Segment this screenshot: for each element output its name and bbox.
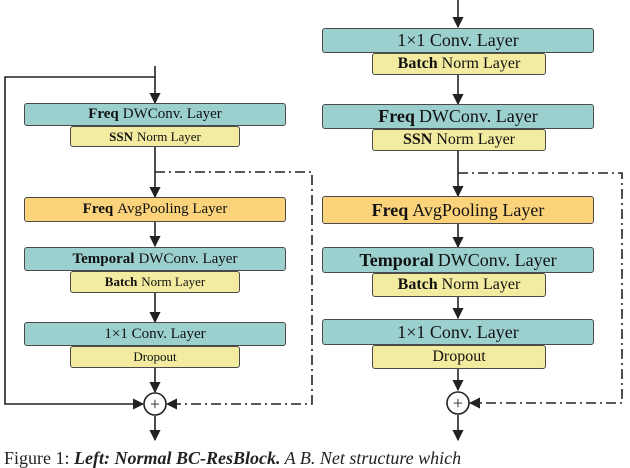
left-add-symbol: + xyxy=(150,394,160,414)
left-batch-norm-bold: Batch xyxy=(104,274,138,289)
left-temporal-dwconv-text: DWConv. Layer xyxy=(138,250,238,267)
left-freq-dwconv-bold: Freq xyxy=(88,106,119,122)
left-batch-norm-text: Norm Layer xyxy=(141,274,206,289)
left-add-node xyxy=(143,392,167,416)
left-freq-avgpool-bold: Freq xyxy=(82,201,114,217)
right-freq-avgpool-bold: Freq xyxy=(371,199,409,220)
right-conv1x1-layer: 1×1 Conv. Layer xyxy=(322,319,594,345)
right-add-node xyxy=(446,391,470,415)
left-conv1x1-layer: 1×1 Conv. Layer xyxy=(24,322,286,346)
right-conv1x1-text: 1×1 Conv. Layer xyxy=(397,321,519,342)
caption-prefix: Figure 1: xyxy=(4,448,74,468)
left-freq-dwconv-text: DWConv. Layer xyxy=(122,106,222,122)
right-conv1x1-top-text: 1×1 Conv. Layer xyxy=(397,30,519,50)
figure-caption: Figure 1: Left: Normal BC-ResBlock. A B.… xyxy=(4,448,630,468)
right-temporal-dwconv-text: DWConv. Layer xyxy=(437,249,557,270)
left-freq-avgpool-text: AvgPooling Layer xyxy=(117,201,228,217)
right-dropout-text: Dropout xyxy=(432,348,486,365)
left-residual-line xyxy=(4,76,155,410)
caption-bold: Left: Normal BC-ResBlock. xyxy=(74,448,281,468)
right-add-symbol: + xyxy=(453,393,463,413)
right-freq-dwconv-bold: Freq xyxy=(378,106,415,126)
left-dropout-layer: Dropout xyxy=(70,346,240,368)
right-batch-norm-text: Norm Layer xyxy=(441,276,521,293)
left-ssn-norm-bold: SSN xyxy=(109,128,133,144)
left-ssn-norm-text: Norm Layer xyxy=(136,128,201,144)
right-freq-avgpool-text: AvgPooling Layer xyxy=(412,199,545,220)
right-conv1x1-top-layer: 1×1 Conv. Layer xyxy=(322,28,594,53)
left-temporal-dwconv-bold: Temporal xyxy=(72,250,135,267)
left-skip-dashdot xyxy=(155,171,313,410)
right-freq-dwconv-text: DWConv. Layer xyxy=(418,106,538,126)
right-batch-norm-bold: Batch xyxy=(397,276,438,293)
right-batch-norm-top-text: Norm Layer xyxy=(441,55,521,72)
right-ssn-norm-text: Norm Layer xyxy=(436,131,515,148)
right-skip-dashdot xyxy=(458,172,623,409)
left-dropout-text: Dropout xyxy=(133,349,177,364)
left-conv1x1-text: 1×1 Conv. Layer xyxy=(104,325,206,342)
right-dropout-layer: Dropout xyxy=(372,345,546,369)
caption-rest: A B. Net structure which xyxy=(280,448,462,468)
right-ssn-norm-bold: SSN xyxy=(403,131,433,148)
right-temporal-dwconv-bold: Temporal xyxy=(359,249,434,270)
right-batch-norm-top-bold: Batch xyxy=(397,55,438,72)
